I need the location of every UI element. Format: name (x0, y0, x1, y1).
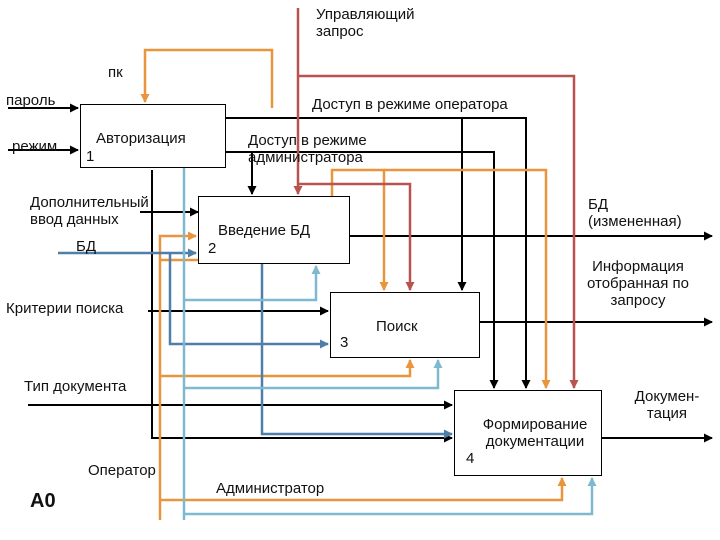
manage-request-label: Управляющий запрос (316, 6, 415, 40)
admin-to-db-entry (184, 265, 321, 302)
block-search[interactable] (330, 292, 480, 358)
block-search-title: Поиск (376, 318, 418, 335)
pk-control-arrow (140, 48, 274, 108)
block-documentation[interactable] (454, 390, 602, 476)
administrator-mech-label: Администратор (216, 480, 325, 497)
db-input-label: БД (76, 238, 97, 255)
password-label: пароль (6, 92, 56, 109)
search-criteria-label: Критерии поиска (6, 300, 124, 317)
operator-to-search-bottom (160, 359, 415, 378)
diagram-id: A0 (30, 490, 56, 512)
manage-request-to-formation (298, 74, 579, 389)
block-search-number: 3 (340, 334, 349, 351)
block-authorization-title: Авторизация (96, 130, 186, 147)
operator-to-formation-bottom (160, 477, 567, 502)
operator-mech-label: Оператор (88, 462, 156, 479)
selected-info-label: Информация отобранная по запросу (587, 258, 689, 309)
manage-request-to-search (298, 182, 415, 291)
extra-input-label: Дополнительный ввод данных (30, 194, 149, 228)
block-db-entry-title: Введение БД (218, 222, 311, 239)
block-authorization-number: 1 (86, 148, 95, 165)
doc-type-label: Тип документа (24, 378, 127, 395)
block-documentation-title: Формирование документации (482, 416, 588, 450)
db-to-formation (260, 253, 453, 439)
admin-access-line (226, 151, 499, 389)
operator-main-line (158, 231, 197, 520)
pk-label: пк (108, 64, 123, 81)
block-documentation-number: 4 (466, 450, 475, 467)
db-changed-label: БД (измененная) (588, 196, 682, 230)
admin-access-label: Доступ в режиме администратора (248, 132, 367, 166)
db-to-search (168, 253, 329, 349)
operator-to-formation-top (384, 168, 551, 389)
block-db-entry[interactable] (198, 196, 350, 264)
operator-access-line (226, 117, 531, 389)
admin-to-formation (184, 477, 597, 516)
operator-mech-line (151, 170, 453, 443)
mode-label: режим (12, 138, 58, 155)
admin-to-search (184, 359, 443, 390)
block-db-entry-number: 2 (208, 240, 217, 257)
operator-access-label: Доступ в режиме оператора (312, 96, 508, 113)
documentation-label: Докумен- тация (634, 388, 700, 422)
block-authorization[interactable] (80, 104, 226, 168)
